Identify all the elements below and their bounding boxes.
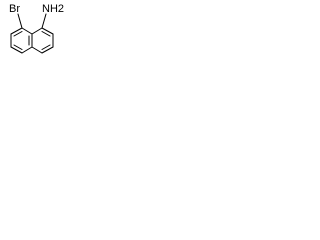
double-bond-c1-c2 xyxy=(41,31,51,37)
double-bond-c7-c8 xyxy=(13,31,23,37)
bond-c4a-c5 xyxy=(21,46,33,54)
bond-c8-br xyxy=(17,13,23,29)
bond-c4-c4a xyxy=(31,46,43,54)
bond-c7-c8 xyxy=(10,27,23,35)
bond-c8-c8a xyxy=(21,27,33,35)
bond-c5-c6 xyxy=(10,46,23,54)
bond-c3-c4 xyxy=(41,46,54,54)
amine-label: NH2 xyxy=(42,3,64,15)
bond-c8a-c1 xyxy=(31,27,43,35)
double-bond-c3-c4 xyxy=(41,44,51,50)
bond-c1-n xyxy=(41,13,47,29)
double-bond-c5-c6 xyxy=(13,44,23,50)
bond-c1-c2 xyxy=(41,27,54,35)
bromine-label: Br xyxy=(9,3,20,15)
structure-diagram: Br NH2 xyxy=(9,3,64,54)
